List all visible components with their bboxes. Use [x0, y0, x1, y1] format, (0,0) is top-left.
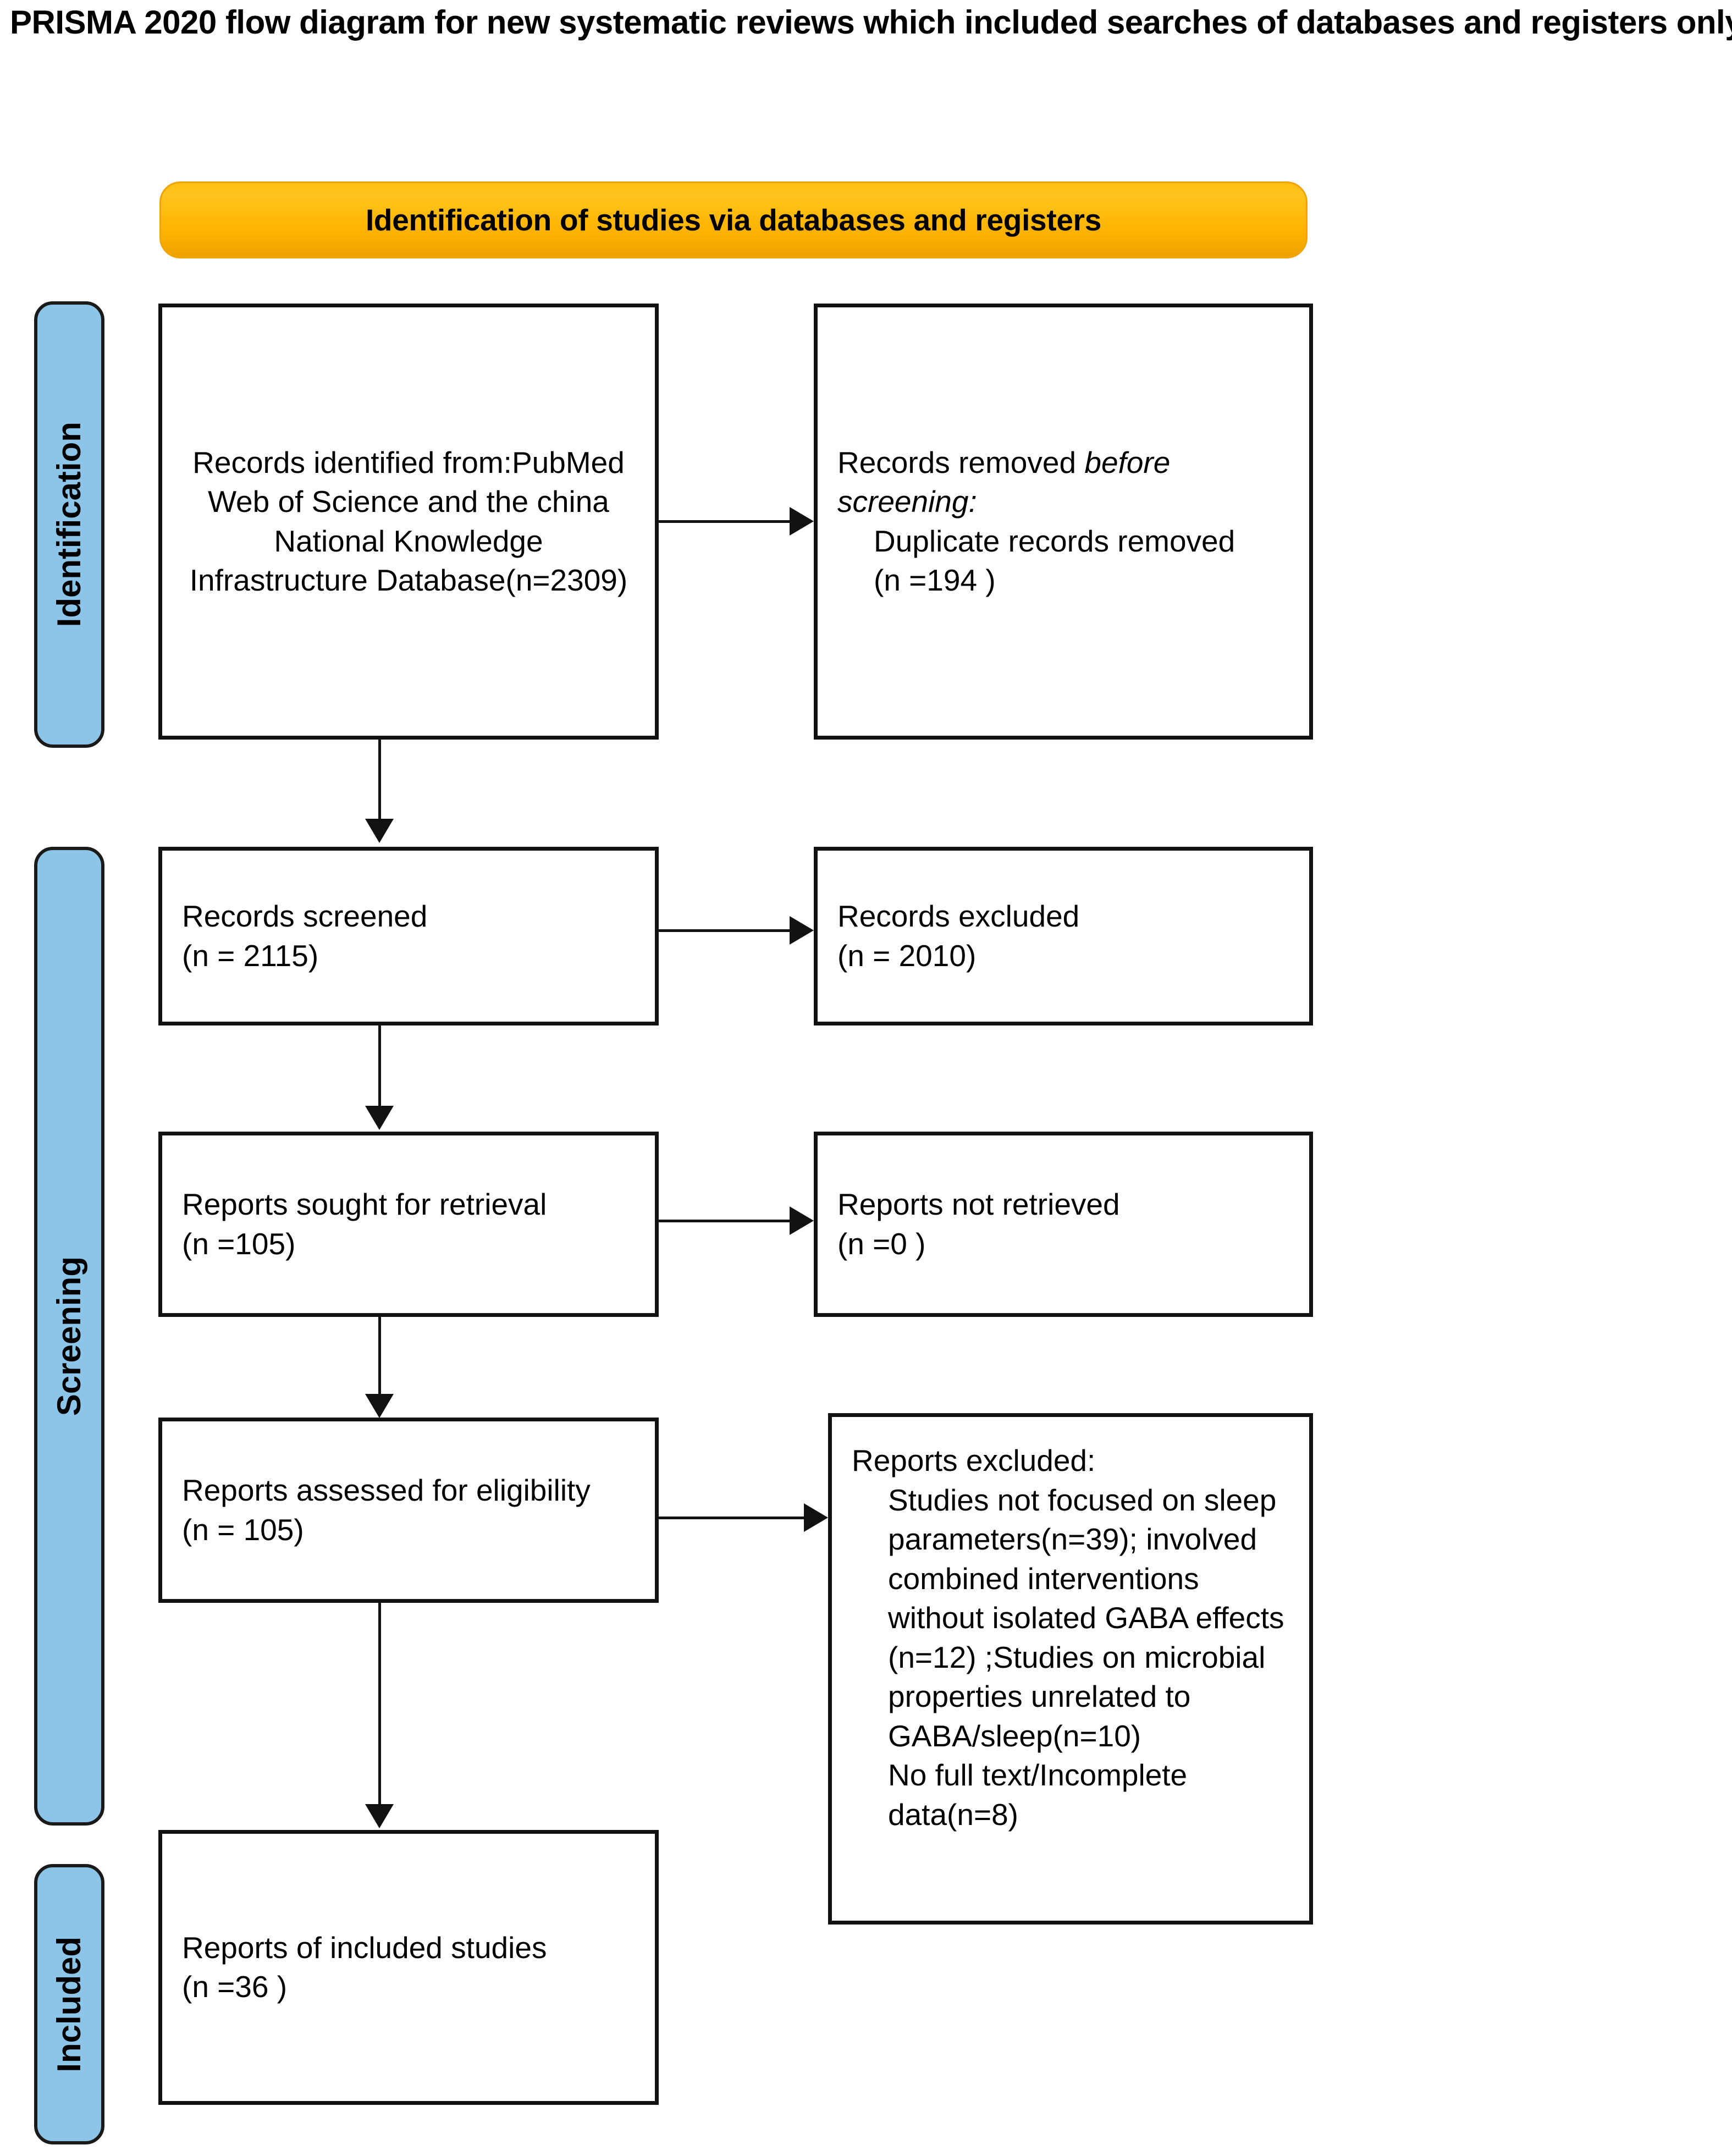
stage-bar-screening: Screening	[34, 847, 104, 1826]
reports-included-line-1: Reports of included studies	[182, 1930, 547, 1965]
box-records-removed-text: Records removed before screening: Duplic…	[818, 443, 1309, 600]
reports-not-retrieved-line-2: (n =0 )	[837, 1226, 926, 1261]
box-records-removed: Records removed before screening: Duplic…	[814, 304, 1313, 740]
reports-included-line-2: (n =36 )	[182, 1970, 288, 2004]
stage-bar-identification: Identification	[34, 301, 104, 748]
connector-assessed-to-excluded-arrow	[804, 1503, 828, 1532]
connector-identified-to-removed-line	[659, 520, 790, 523]
stage-bar-identification-label: Identification	[51, 422, 87, 627]
reports-sought-line-1: Reports sought for retrieval	[182, 1187, 547, 1221]
connector-identified-to-screened-arrow	[365, 819, 394, 843]
stage-bar-screening-label: Screening	[51, 1256, 87, 1416]
connector-screened-to-excluded-arrow	[790, 916, 814, 945]
records-removed-line-2: (n =194 )	[874, 563, 996, 597]
reports-assessed-line-1: Reports assessed for eligibility	[182, 1473, 591, 1507]
connector-sought-to-assessed-line	[378, 1317, 381, 1394]
box-reports-excluded: Reports excluded: Studies not focused on…	[828, 1413, 1313, 1925]
box-reports-assessed-text: Reports assessed for eligibility (n = 10…	[162, 1471, 655, 1550]
box-reports-excluded-text: Reports excluded: Studies not focused on…	[832, 1417, 1309, 1834]
records-excluded-line-1: Records excluded	[837, 899, 1080, 933]
connector-screened-to-sought-arrow	[365, 1106, 394, 1130]
box-reports-not-retrieved-text: Reports not retrieved (n =0 )	[818, 1185, 1309, 1264]
reports-excluded-line-6: properties unrelated to	[888, 1679, 1191, 1713]
connector-screened-to-excluded-line	[659, 929, 790, 932]
connector-sought-to-not-retrieved-line	[659, 1220, 790, 1222]
box-records-excluded-text: Records excluded (n = 2010)	[818, 897, 1309, 975]
records-removed-line-1: Duplicate records removed	[874, 523, 1235, 558]
records-identified-line-4: Infrastructure Database(n=2309)	[189, 563, 628, 597]
records-identified-line-3: National Knowledge	[274, 523, 543, 558]
identification-banner-label: Identification of studies via databases …	[365, 203, 1102, 237]
connector-sought-to-assessed-arrow	[365, 1394, 394, 1418]
records-screened-line-2: (n = 2115)	[182, 938, 319, 973]
records-excluded-line-2: (n = 2010)	[837, 938, 977, 973]
box-records-identified-text: Records identified from:PubMed Web of Sc…	[162, 443, 655, 600]
records-removed-heading-colon: :	[968, 484, 977, 519]
box-reports-sought-text: Reports sought for retrieval (n =105)	[162, 1185, 655, 1264]
reports-excluded-line-7: GABA/sleep(n=10)	[888, 1718, 1141, 1753]
reports-assessed-line-2: (n = 105)	[182, 1512, 304, 1547]
records-removed-heading: Records removed before screening:	[837, 443, 1289, 522]
connector-identified-to-screened-line	[378, 740, 381, 819]
box-records-screened-text: Records screened (n = 2115)	[162, 897, 655, 975]
identification-banner: Identification of studies via databases …	[159, 181, 1308, 258]
records-identified-line-1: Records identified from:PubMed	[192, 445, 625, 479]
reports-excluded-line-4: without isolated GABA effects	[888, 1601, 1284, 1635]
stage-bar-included-label: Included	[51, 1936, 87, 2072]
box-reports-not-retrieved: Reports not retrieved (n =0 )	[814, 1132, 1313, 1317]
connector-assessed-to-excluded-line	[659, 1517, 805, 1519]
box-reports-included-text: Reports of included studies (n =36 )	[162, 1928, 655, 2007]
reports-excluded-line-3: combined interventions	[888, 1561, 1199, 1596]
reports-excluded-line-1: Studies not focused on sleep	[888, 1482, 1277, 1517]
records-removed-heading-plain: Records removed	[837, 445, 1085, 479]
box-reports-included: Reports of included studies (n =36 )	[158, 1830, 659, 2105]
connector-screened-to-sought-line	[378, 1025, 381, 1106]
box-records-excluded: Records excluded (n = 2010)	[814, 847, 1313, 1025]
page-title: PRISMA 2020 flow diagram for new systema…	[10, 4, 1732, 41]
records-removed-heading-italic: before screening	[837, 445, 1171, 519]
reports-sought-line-2: (n =105)	[182, 1226, 296, 1261]
stage-bar-included: Included	[34, 1864, 104, 2144]
box-reports-assessed: Reports assessed for eligibility (n = 10…	[158, 1418, 659, 1603]
reports-not-retrieved-line-1: Reports not retrieved	[837, 1187, 1120, 1221]
connector-identified-to-removed-arrow	[790, 507, 814, 536]
reports-excluded-line-9: data(n=8)	[888, 1797, 1018, 1832]
box-records-screened: Records screened (n = 2115)	[158, 847, 659, 1025]
connector-assessed-to-included-line	[378, 1603, 381, 1804]
records-identified-line-2: Web of Science and the china	[208, 484, 609, 519]
box-reports-sought: Reports sought for retrieval (n =105)	[158, 1132, 659, 1317]
reports-excluded-heading: Reports excluded:	[852, 1443, 1096, 1477]
connector-assessed-to-included-arrow	[365, 1804, 394, 1828]
reports-excluded-line-5: (n=12) ;Studies on microbial	[888, 1640, 1266, 1674]
reports-excluded-line-8: No full text/Incomplete	[888, 1758, 1188, 1792]
connector-sought-to-not-retrieved-arrow	[790, 1206, 814, 1235]
reports-excluded-line-2: parameters(n=39); involved	[888, 1522, 1257, 1556]
box-records-identified: Records identified from:PubMed Web of Sc…	[158, 304, 659, 740]
records-screened-line-1: Records screened	[182, 899, 428, 933]
